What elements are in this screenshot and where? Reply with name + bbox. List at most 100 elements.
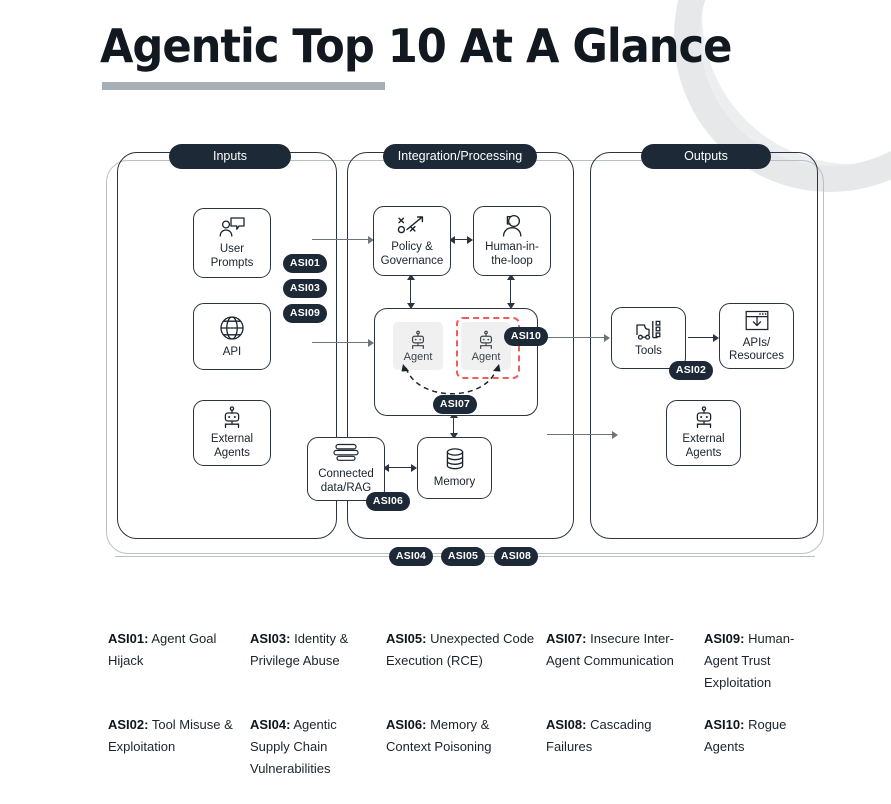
- badge-asi01[interactable]: ASI01: [283, 254, 327, 273]
- legend-code: ASI10:: [704, 717, 745, 732]
- globe-icon: [217, 313, 247, 343]
- legend-item-asi04: ASI04: Agentic Supply Chain Vulnerabilit…: [250, 714, 386, 780]
- legend-text: Rogue Agents: [704, 717, 787, 754]
- node-label: Agent: [471, 350, 501, 363]
- panel-tab-outputs: Outputs: [641, 144, 771, 169]
- connector-hitl-agents: [510, 276, 512, 306]
- legend-item-asi05: ASI05: Unexpected Code Execution (RCE): [386, 628, 546, 694]
- connector-rag-memory: [386, 467, 414, 469]
- node-external-agents-input[interactable]: External Agents: [193, 400, 271, 466]
- title-underline: [102, 82, 385, 90]
- forklift-tools-icon: [634, 318, 664, 342]
- connector-agents-memory: [453, 414, 455, 436]
- node-label: User: [219, 243, 245, 255]
- node-label: Tools: [635, 344, 662, 357]
- arrowhead: [506, 274, 515, 280]
- legend-code: ASI09:: [704, 631, 745, 646]
- node-user-prompts[interactable]: User Prompts: [193, 208, 271, 278]
- badge-asi03[interactable]: ASI03: [283, 279, 327, 298]
- arrowhead: [713, 333, 719, 342]
- legend-item-asi03: ASI03: Identity & Privilege Abuse: [250, 628, 386, 694]
- node-agent-2[interactable]: Agent: [461, 322, 511, 370]
- legend-item-asi09: ASI09: Human-Agent Trust Exploitation: [704, 628, 824, 694]
- arrowhead: [449, 235, 455, 244]
- badge-asi04[interactable]: ASI04: [389, 547, 433, 566]
- legend-item-asi08: ASI08: Cascading Failures: [546, 714, 704, 780]
- human-in-the-loop-icon: [498, 214, 526, 238]
- node-agent-1[interactable]: Agent: [393, 322, 443, 370]
- arrowhead: [449, 433, 458, 439]
- legend-text: Agentic Supply Chain Vulnerabilities: [250, 717, 337, 776]
- connector-agent-to-agent: [401, 364, 501, 395]
- node-label: Governance: [380, 254, 444, 267]
- api-resources-icon: [743, 309, 771, 334]
- legend-text: Tool Misuse & Exploitation: [108, 717, 233, 754]
- node-label: Resources: [729, 350, 784, 362]
- legend-code: ASI08:: [546, 717, 587, 732]
- badge-asi08[interactable]: ASI08: [494, 547, 538, 566]
- legend-code: ASI05:: [386, 631, 427, 646]
- node-apis-resources[interactable]: APIs/ Resources: [719, 303, 794, 369]
- node-label: External: [210, 433, 254, 445]
- legend-item-asi10: ASI10: Rogue Agents: [704, 714, 824, 780]
- node-label: Agents: [685, 446, 722, 459]
- robot-icon: [691, 406, 717, 430]
- connector-inputs-to-policy: [312, 239, 369, 241]
- arrowhead: [612, 430, 618, 439]
- connector-tools-to-apis: [688, 337, 715, 339]
- legend-text: Memory & Context Poisoning: [386, 717, 492, 754]
- legend-item-asi07: ASI07: Insecure Inter-Agent Communicatio…: [546, 628, 704, 694]
- legend-text: Identity & Privilege Abuse: [250, 631, 349, 668]
- arrowhead: [506, 303, 515, 309]
- page-title: Agentic Top 10 At A Glance: [100, 19, 732, 73]
- legend-code: ASI03:: [250, 631, 291, 646]
- node-label: External: [682, 433, 725, 445]
- legend-code: ASI06:: [386, 717, 427, 732]
- arrowhead: [368, 338, 374, 347]
- arrowhead: [368, 235, 374, 244]
- badge-asi05[interactable]: ASI05: [441, 547, 485, 566]
- node-api[interactable]: API: [193, 303, 271, 370]
- legend-text: Insecure Inter-Agent Communication: [546, 631, 674, 668]
- connector-agents-to-tools: [547, 337, 605, 339]
- legend-text: Unexpected Code Execution (RCE): [386, 631, 535, 668]
- badge-asi02[interactable]: ASI02: [669, 361, 713, 380]
- arrowhead: [383, 463, 389, 472]
- arrowhead: [467, 235, 473, 244]
- legend-code: ASI07:: [546, 631, 587, 646]
- badge-asi07[interactable]: ASI07: [433, 395, 477, 414]
- node-human-in-the-loop[interactable]: Human-in- the-loop: [473, 206, 551, 276]
- node-label: Prompts: [210, 256, 254, 269]
- panel-tab-integration: Integration/Processing: [383, 144, 537, 169]
- node-connected-data-rag[interactable]: Connected data/RAG: [307, 437, 385, 501]
- node-label: Agents: [214, 446, 250, 459]
- node-tools[interactable]: Tools: [611, 307, 686, 369]
- badge-asi09[interactable]: ASI09: [283, 304, 327, 323]
- node-label: data/RAG: [320, 481, 372, 494]
- legend-text: Agent Goal Hijack: [108, 631, 217, 668]
- legend-code: ASI04:: [250, 717, 291, 732]
- books-icon: [331, 443, 361, 465]
- node-label: API: [222, 346, 242, 359]
- connector-inputs-to-agents: [312, 342, 369, 344]
- user-prompt-icon: [217, 216, 247, 240]
- node-label: Human-in-: [485, 241, 539, 253]
- arrowhead: [411, 463, 417, 472]
- legend-text: Human-Agent Trust Exploitation: [704, 631, 795, 690]
- node-policy-governance[interactable]: Policy & Governance: [373, 206, 451, 276]
- node-memory[interactable]: Memory: [417, 437, 492, 499]
- database-icon: [443, 447, 467, 473]
- node-label: APIs/: [742, 336, 771, 349]
- panel-tab-inputs: Inputs: [169, 144, 291, 169]
- robot-icon: [407, 330, 429, 351]
- robot-icon: [475, 330, 497, 351]
- badge-asi06[interactable]: ASI06: [366, 492, 410, 511]
- arrowhead: [406, 303, 415, 309]
- node-label: Connected: [318, 468, 374, 480]
- legend-item-asi01: ASI01: Agent Goal Hijack: [108, 628, 250, 694]
- badge-asi10[interactable]: ASI10: [504, 327, 548, 346]
- policy-governance-icon: [395, 214, 429, 238]
- rogue-agent-highlight: [456, 317, 520, 379]
- node-external-agents-output[interactable]: External Agents: [666, 400, 741, 466]
